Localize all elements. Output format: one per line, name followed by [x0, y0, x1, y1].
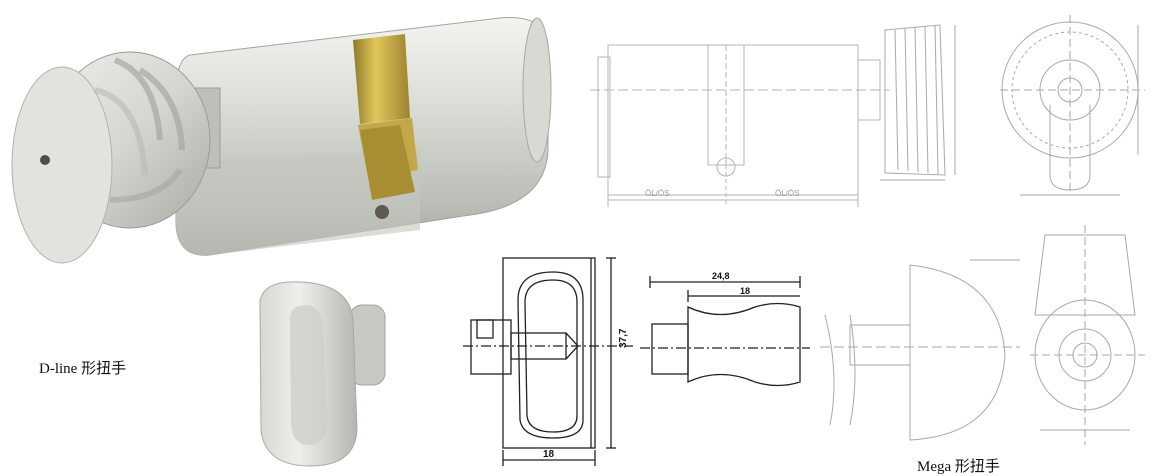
dim-label-right: ÖL/ÖS — [775, 189, 799, 198]
dim-width-label: 18 — [543, 449, 555, 460]
mega-front-drawing — [1030, 225, 1145, 445]
dim-inner-length-label: 18 — [740, 286, 750, 296]
cylinder-side-drawing: ÖL/ÖS ÖL/ÖS — [590, 44, 890, 207]
cylinder-knob-photo — [11, 17, 552, 264]
dim-length-label: 24,8 — [712, 271, 730, 281]
knob-front-drawing — [1000, 15, 1145, 196]
dim-label-left: ÖL/ÖS — [645, 189, 669, 198]
dim-height-label: 37,7 — [618, 328, 629, 348]
knob-side-drawing — [880, 24, 956, 181]
dline-caption: D-line 形扭手 — [39, 361, 127, 377]
mega-caption: Mega 形扭手 — [917, 459, 1000, 475]
dline-side-drawing: 24,8 18 — [640, 271, 810, 387]
dline-front-drawing: 37,7 18 — [463, 257, 633, 466]
turn-knob-photo — [259, 281, 386, 467]
mega-side-drawing — [820, 259, 1020, 441]
